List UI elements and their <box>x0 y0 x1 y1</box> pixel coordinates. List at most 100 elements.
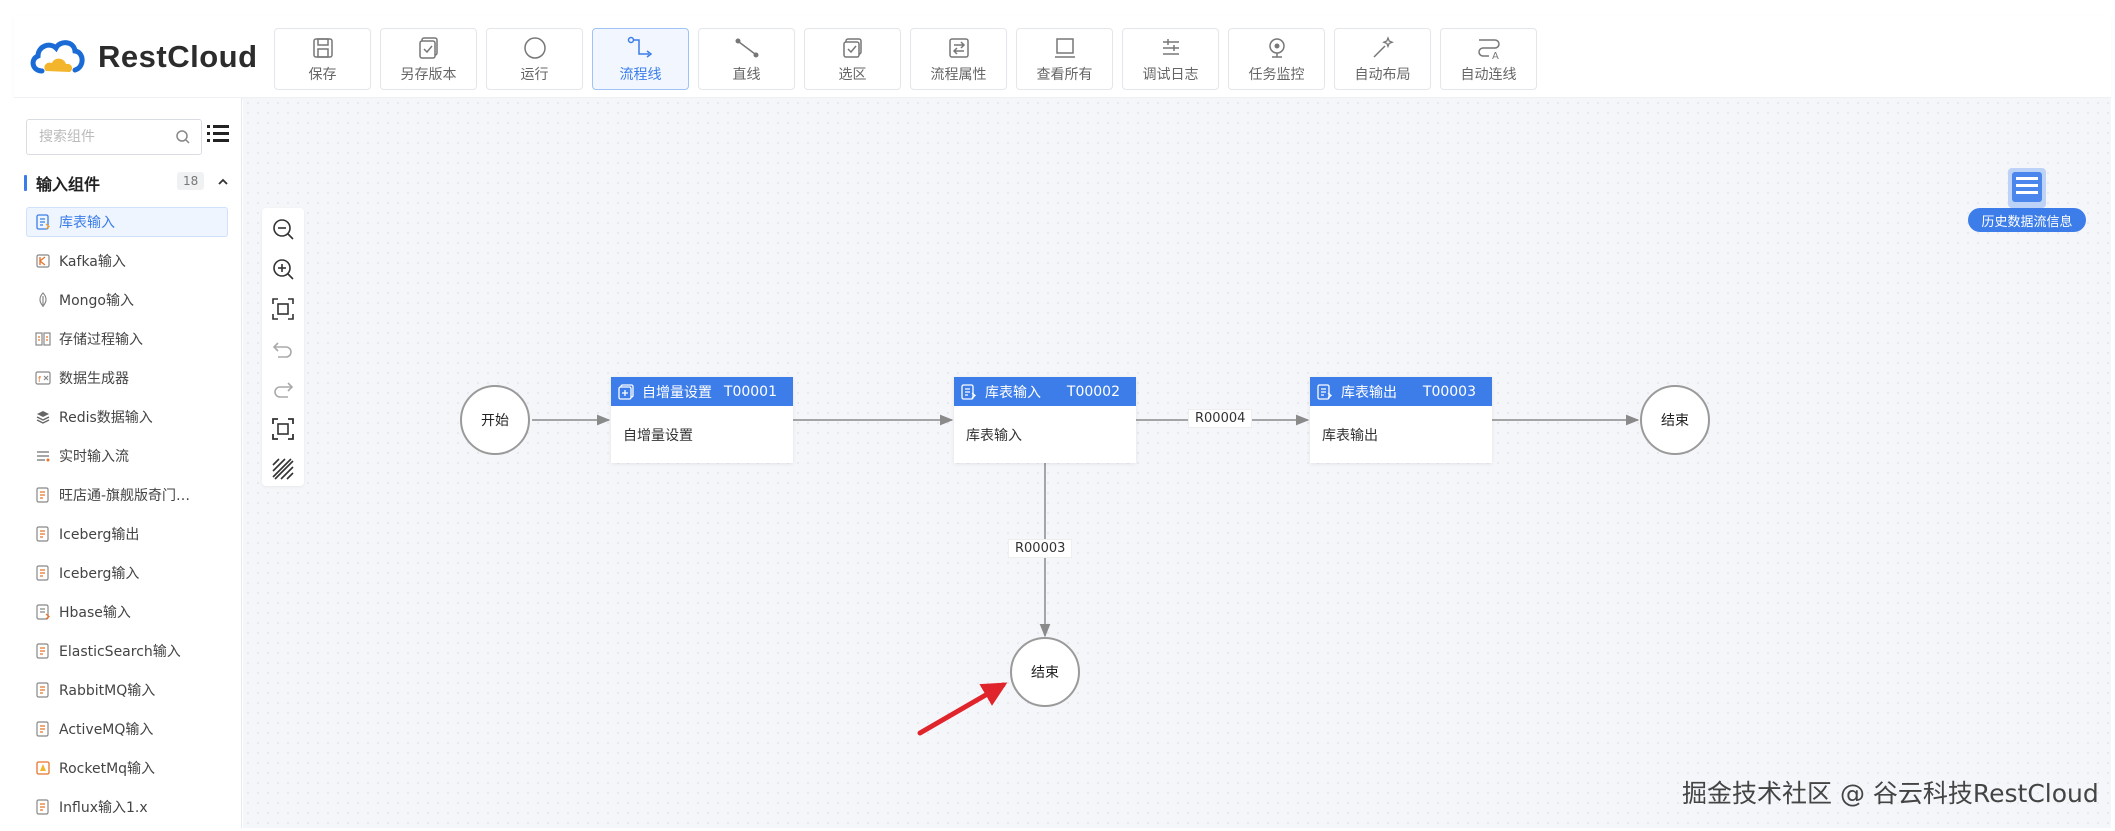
task-node[interactable]: 自增量设置 T00001 自增量设置 <box>611 377 793 463</box>
flow-properties-button[interactable]: 流程属性 <box>910 28 1007 90</box>
auto-connect-button[interactable]: A 自动连线 <box>1440 28 1537 90</box>
component-item[interactable]: Iceberg输入 <box>26 558 228 588</box>
component-item[interactable]: Influx输入1.x <box>26 792 228 822</box>
component-label: Mongo输入 <box>59 293 134 309</box>
end-node[interactable]: 结束 <box>1640 385 1710 455</box>
component-item[interactable]: Mongo输入 <box>26 285 228 315</box>
data-generator-icon: f <box>35 371 51 385</box>
task-node[interactable]: 库表输出 T00003 库表输出 <box>1310 377 1492 463</box>
straight-line-button-label: 直线 <box>732 66 761 83</box>
end-node-label: 结束 <box>1661 413 1689 429</box>
task-node-header: 库表输出 T00003 <box>1310 377 1492 406</box>
flowline-icon <box>627 35 655 61</box>
component-item[interactable]: RocketMq输入 <box>26 753 228 783</box>
task-id: T00001 <box>723 383 777 400</box>
flowline-button[interactable]: 流程线 <box>592 28 689 90</box>
component-label: Influx输入1.x <box>59 800 148 816</box>
selection-button[interactable]: 选区 <box>804 28 901 90</box>
svg-text:f: f <box>38 375 41 384</box>
component-search-input[interactable] <box>39 129 169 145</box>
debug-log-button[interactable]: 调试日志 <box>1122 28 1219 90</box>
flow-canvas[interactable] <box>243 98 2111 828</box>
task-name: 自增量设置 <box>642 384 712 401</box>
redo-icon[interactable] <box>271 377 295 401</box>
view-all-button-label: 查看所有 <box>1036 66 1093 83</box>
task-body: 自增量设置 <box>623 427 693 444</box>
run-button-label: 运行 <box>520 66 549 83</box>
chevron-up-icon[interactable] <box>216 175 230 189</box>
auto-connect-icon: A <box>1475 35 1503 61</box>
task-monitor-button[interactable]: 任务监控 <box>1228 28 1325 90</box>
redis-icon <box>36 411 50 424</box>
component-item[interactable]: Iceberg输出 <box>26 519 228 549</box>
end-node-bottom[interactable]: 结束 <box>1010 637 1080 707</box>
component-label: 旺店通-旗舰版奇门… <box>59 488 191 504</box>
start-node[interactable]: 开始 <box>460 385 530 455</box>
fit-view-icon[interactable] <box>271 297 295 321</box>
component-label: RabbitMQ输入 <box>59 683 156 699</box>
edge-label-r00003[interactable]: R00003 <box>1008 539 1073 558</box>
run-button[interactable]: 运行 <box>486 28 583 90</box>
watermark-text: 掘金技术社区 @ 谷云科技RestCloud <box>1682 779 2099 808</box>
list-view-icon[interactable] <box>206 123 230 145</box>
component-item[interactable]: Redis数据输入 <box>26 402 228 432</box>
component-item[interactable]: ActiveMQ输入 <box>26 714 228 744</box>
component-label: RocketMq输入 <box>59 761 156 777</box>
zoom-out-icon[interactable] <box>271 217 295 241</box>
task-name: 库表输入 <box>985 384 1041 401</box>
component-label: 存储过程输入 <box>59 332 143 348</box>
straight-line-button[interactable]: 直线 <box>698 28 795 90</box>
edge-label-r00004[interactable]: R00004 <box>1188 409 1253 428</box>
view-all-button[interactable]: 查看所有 <box>1016 28 1113 90</box>
task-node-header: 库表输入 T00002 <box>954 377 1136 406</box>
save-button[interactable]: 保存 <box>274 28 371 90</box>
table-input-icon <box>36 604 51 620</box>
group-accent-bar <box>24 175 27 191</box>
component-label: 库表输入 <box>59 215 115 231</box>
debug-log-icon <box>1157 35 1185 61</box>
component-item[interactable]: RabbitMQ输入 <box>26 675 228 705</box>
component-item[interactable]: 存储过程输入 <box>26 324 228 354</box>
component-item[interactable]: 旺店通-旗舰版奇门… <box>26 480 228 510</box>
component-item[interactable]: Kafka输入 <box>26 246 228 276</box>
search-icon[interactable] <box>175 129 191 145</box>
undo-icon[interactable] <box>271 337 295 361</box>
component-item[interactable]: Hbase输入 <box>26 597 228 627</box>
fullscreen-icon[interactable] <box>271 417 295 441</box>
grid-pattern-icon[interactable] <box>271 457 295 481</box>
task-monitor-button-label: 任务监控 <box>1248 66 1305 83</box>
save-icon <box>309 35 337 61</box>
task-node[interactable]: 库表输入 T00002 库表输入 <box>954 377 1136 463</box>
group-title: 输入组件 <box>36 175 101 194</box>
task-id: T00003 <box>1422 383 1476 400</box>
table-output-icon <box>1317 383 1333 400</box>
component-label: ActiveMQ输入 <box>59 722 154 738</box>
save-version-button[interactable]: 另存版本 <box>380 28 477 90</box>
component-label: Iceberg输出 <box>59 527 140 543</box>
component-item[interactable]: 库表输入 <box>26 207 228 237</box>
flow-properties-button-label: 流程属性 <box>930 66 987 83</box>
auto-layout-icon <box>1369 35 1397 61</box>
task-monitor-icon <box>1263 35 1291 61</box>
component-list: 库表输入 Kafka输入 Mongo输入 存储过程输入 f 数据生成器 Redi… <box>26 207 228 831</box>
zoom-in-icon[interactable] <box>271 257 295 281</box>
document-icon <box>36 526 49 542</box>
history-dataflow-widget[interactable]: 历史数据流信息 <box>1968 166 2086 234</box>
debug-log-button-label: 调试日志 <box>1142 66 1199 83</box>
flowline-button-label: 流程线 <box>619 66 662 83</box>
cloud-logo-icon <box>30 40 85 74</box>
flow-properties-icon <box>945 35 973 61</box>
auto-layout-button-label: 自动布局 <box>1354 66 1411 83</box>
component-search <box>26 119 202 155</box>
rocketmq-icon <box>36 761 50 775</box>
save-button-label: 保存 <box>308 66 337 83</box>
component-item[interactable]: f 数据生成器 <box>26 363 228 393</box>
component-label: Redis数据输入 <box>59 410 153 426</box>
table-input-icon <box>961 383 977 400</box>
input-components-group-header[interactable]: 输入组件 18 <box>24 170 234 196</box>
document-icon <box>36 487 49 503</box>
auto-layout-button[interactable]: 自动布局 <box>1334 28 1431 90</box>
document-icon <box>36 682 49 698</box>
component-item[interactable]: ElasticSearch输入 <box>26 636 228 666</box>
component-item[interactable]: 实时输入流 <box>26 441 228 471</box>
